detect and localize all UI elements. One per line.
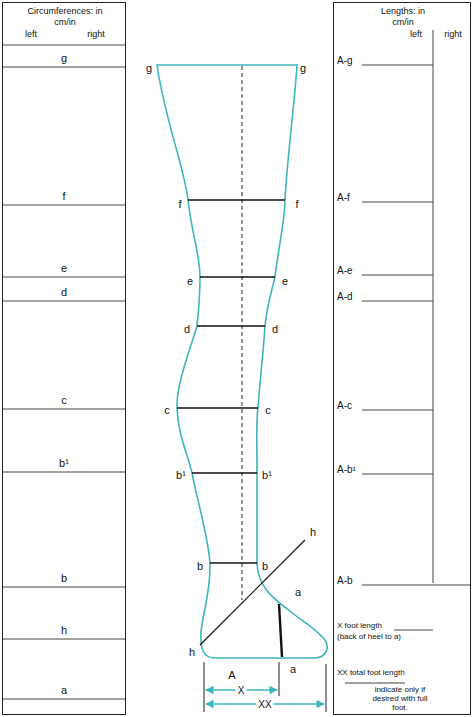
length-label: A-b¹ [337,464,356,475]
row-label: b [61,572,67,584]
measure-line [200,276,275,278]
measure-line [188,199,285,201]
point-label: e [282,275,288,287]
point-label: b¹ [262,469,272,481]
column-heading: right [87,29,105,40]
table-rule [2,409,126,410]
point-label: f [178,198,181,210]
point-label: a [295,586,301,598]
measure-line [197,325,265,327]
foot-line [279,604,282,657]
measure-lines [177,200,305,657]
table-rule [2,472,126,473]
table-rule [2,587,126,588]
point-label: b [197,560,203,572]
row-label: d [61,286,67,298]
table-rule [2,67,126,68]
row-label: f [62,190,65,202]
row-label: b¹ [59,457,69,469]
measure-line [177,407,258,409]
point-label: h [189,646,195,658]
note-text: indicate only if desired with full foot. [368,686,432,712]
point-label: g [146,62,152,74]
entry-line [362,202,433,203]
table-rule [2,301,126,302]
point-label: X [236,685,247,696]
entry-line [362,275,433,276]
note-text: (back of heel to a) [337,633,401,642]
column-heading: left [25,29,37,40]
tick [326,664,327,712]
leg-outline [157,65,327,658]
point-label: XX [256,699,273,710]
heel-line [200,540,305,645]
entry-line [362,65,433,66]
row-label: e [61,262,67,274]
table-rules [2,45,126,699]
length-label: A-c [337,400,352,411]
entry-line [362,410,433,411]
measure-line [192,472,257,474]
length-label: A-g [337,55,353,66]
point-label: d [184,323,190,335]
point-label: b [262,560,268,572]
entry-line [394,630,433,631]
point-label: a [290,663,296,675]
entry-line [362,301,433,302]
point-label: c [164,404,170,416]
length-label: A-d [337,291,353,302]
row-label: c [61,394,67,406]
table-rule [2,699,126,700]
point-label: g [300,62,306,74]
column-heading: left [410,29,422,40]
tick [279,662,280,696]
centre-line [242,66,243,600]
table-rule [2,277,126,278]
row-label: h [61,624,67,636]
point-label: d [272,323,278,335]
table-rule [2,639,126,640]
table-rule [2,45,126,46]
table-rule [2,205,126,206]
note-text: XX total foot length [337,669,405,678]
table-panel: Circumferences: in cm/inleft right [2,2,126,715]
table-heading: Circumferences: in cm/in [22,6,108,28]
ticks [204,662,326,712]
measure-line [210,562,257,564]
point-label: b¹ [176,469,186,481]
point-label: A [228,669,235,681]
table-panel: Lengths: in cm/inleft right [333,2,471,715]
length-label: A-f [337,192,350,203]
table-rules [345,30,471,683]
entry-line [362,474,433,475]
point-label: f [295,198,298,210]
point-label: e [187,275,193,287]
entry-line [362,585,471,586]
column-heading: right [444,29,462,40]
column-divider [433,30,434,583]
separator-line [345,683,405,684]
note-text: X foot length [337,622,382,631]
tick [204,662,205,712]
table-heading: Lengths: in cm/in [380,6,426,28]
row-label: a [61,684,67,696]
point-label: c [265,404,271,416]
length-label: A-e [337,265,353,276]
row-label: g [61,52,67,64]
point-label: h [310,526,316,538]
length-label: A-b [337,575,353,586]
